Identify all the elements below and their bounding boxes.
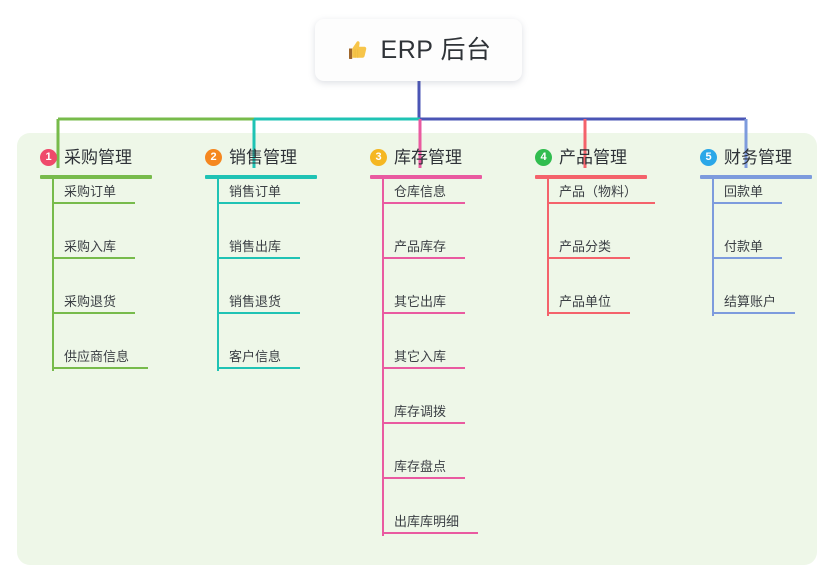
leaf-rule bbox=[382, 422, 465, 424]
thumbs-up-icon bbox=[348, 41, 366, 59]
leaf-rule bbox=[547, 312, 630, 314]
leaf-item[interactable]: 结算账户 bbox=[712, 280, 795, 314]
branch-rule-3 bbox=[370, 175, 482, 179]
branch-badge-4: 4 bbox=[535, 149, 552, 166]
branch-header-4[interactable]: 4 产品管理 bbox=[535, 149, 627, 166]
branch-badge-1: 1 bbox=[40, 149, 57, 166]
leaf-rule bbox=[217, 367, 300, 369]
branch-spine-3 bbox=[382, 175, 384, 536]
branch-header-2[interactable]: 2 销售管理 bbox=[205, 149, 297, 166]
leaf-rule bbox=[382, 257, 465, 259]
branch-title-4: 产品管理 bbox=[559, 148, 627, 167]
leaf-item[interactable]: 其它出库 bbox=[382, 280, 465, 314]
leaf-rule bbox=[217, 312, 300, 314]
leaf-rule bbox=[712, 202, 782, 204]
root-node[interactable]: ERP 后台 bbox=[315, 19, 522, 81]
leaf-rule bbox=[382, 367, 465, 369]
branch-spine-2 bbox=[217, 175, 219, 371]
leaf-label: 产品（物料） bbox=[559, 184, 638, 199]
leaf-rule bbox=[52, 202, 135, 204]
leaf-label: 出库库明细 bbox=[394, 514, 460, 529]
leaf-rule bbox=[547, 257, 630, 259]
leaf-label: 仓库信息 bbox=[394, 184, 447, 199]
leaf-rule bbox=[712, 312, 795, 314]
branch-spine-5 bbox=[712, 175, 714, 316]
leaf-rule bbox=[52, 367, 148, 369]
branch-header-3[interactable]: 3 库存管理 bbox=[370, 149, 462, 166]
leaf-rule bbox=[217, 202, 300, 204]
branch-title-5: 财务管理 bbox=[724, 148, 792, 167]
leaf-label: 采购入库 bbox=[64, 239, 117, 254]
leaf-item[interactable]: 其它入库 bbox=[382, 335, 465, 369]
branch-rule-5 bbox=[700, 175, 812, 179]
leaf-item[interactable]: 出库库明细 bbox=[382, 500, 478, 534]
leaf-rule bbox=[52, 257, 135, 259]
leaf-item[interactable]: 采购订单 bbox=[52, 170, 135, 204]
leaf-item[interactable]: 客户信息 bbox=[217, 335, 300, 369]
branch-rule-4 bbox=[535, 175, 647, 179]
branch-title-2: 销售管理 bbox=[229, 148, 297, 167]
leaf-label: 付款单 bbox=[724, 239, 764, 254]
leaf-item[interactable]: 销售出库 bbox=[217, 225, 300, 259]
branch-title-1: 采购管理 bbox=[64, 148, 132, 167]
leaf-label: 客户信息 bbox=[229, 349, 282, 364]
leaf-item[interactable]: 销售退货 bbox=[217, 280, 300, 314]
leaf-rule bbox=[217, 257, 300, 259]
leaf-label: 其它出库 bbox=[394, 294, 447, 309]
leaf-item[interactable]: 库存盘点 bbox=[382, 445, 465, 479]
leaf-rule bbox=[382, 477, 465, 479]
root-title: ERP 后台 bbox=[380, 35, 492, 64]
leaf-rule bbox=[382, 532, 478, 534]
branch-badge-2: 2 bbox=[205, 149, 222, 166]
leaf-rule bbox=[52, 312, 135, 314]
leaf-rule bbox=[712, 257, 782, 259]
leaf-label: 回款单 bbox=[724, 184, 764, 199]
leaf-item[interactable]: 产品（物料） bbox=[547, 170, 655, 204]
leaf-item[interactable]: 销售订单 bbox=[217, 170, 300, 204]
leaf-item[interactable]: 采购入库 bbox=[52, 225, 135, 259]
leaf-label: 产品库存 bbox=[394, 239, 447, 254]
leaf-label: 供应商信息 bbox=[64, 349, 130, 364]
leaf-label: 其它入库 bbox=[394, 349, 447, 364]
leaf-rule bbox=[547, 202, 655, 204]
branch-badge-5: 5 bbox=[700, 149, 717, 166]
leaf-label: 产品分类 bbox=[559, 239, 612, 254]
branch-spine-4 bbox=[547, 175, 549, 316]
leaf-label: 采购退货 bbox=[64, 294, 117, 309]
leaf-rule bbox=[382, 202, 465, 204]
branch-spine-1 bbox=[52, 175, 54, 371]
leaf-item[interactable]: 付款单 bbox=[712, 225, 782, 259]
branch-rule-2 bbox=[205, 175, 317, 179]
branch-rule-1 bbox=[40, 175, 152, 179]
leaf-rule bbox=[382, 312, 465, 314]
branch-title-3: 库存管理 bbox=[394, 148, 462, 167]
leaf-label: 采购订单 bbox=[64, 184, 117, 199]
leaf-label: 销售订单 bbox=[229, 184, 282, 199]
leaf-item[interactable]: 产品库存 bbox=[382, 225, 465, 259]
branches-panel bbox=[17, 133, 817, 565]
leaf-item[interactable]: 采购退货 bbox=[52, 280, 135, 314]
leaf-item[interactable]: 回款单 bbox=[712, 170, 782, 204]
leaf-item[interactable]: 仓库信息 bbox=[382, 170, 465, 204]
leaf-label: 结算账户 bbox=[724, 294, 777, 309]
leaf-label: 产品单位 bbox=[559, 294, 612, 309]
leaf-item[interactable]: 产品分类 bbox=[547, 225, 630, 259]
branch-header-5[interactable]: 5 财务管理 bbox=[700, 149, 792, 166]
branch-badge-3: 3 bbox=[370, 149, 387, 166]
leaf-label: 销售出库 bbox=[229, 239, 282, 254]
leaf-label: 销售退货 bbox=[229, 294, 282, 309]
leaf-item[interactable]: 产品单位 bbox=[547, 280, 630, 314]
leaf-item[interactable]: 供应商信息 bbox=[52, 335, 148, 369]
leaf-label: 库存调拨 bbox=[394, 404, 447, 419]
leaf-label: 库存盘点 bbox=[394, 459, 447, 474]
branch-header-1[interactable]: 1 采购管理 bbox=[40, 149, 132, 166]
leaf-item[interactable]: 库存调拨 bbox=[382, 390, 465, 424]
